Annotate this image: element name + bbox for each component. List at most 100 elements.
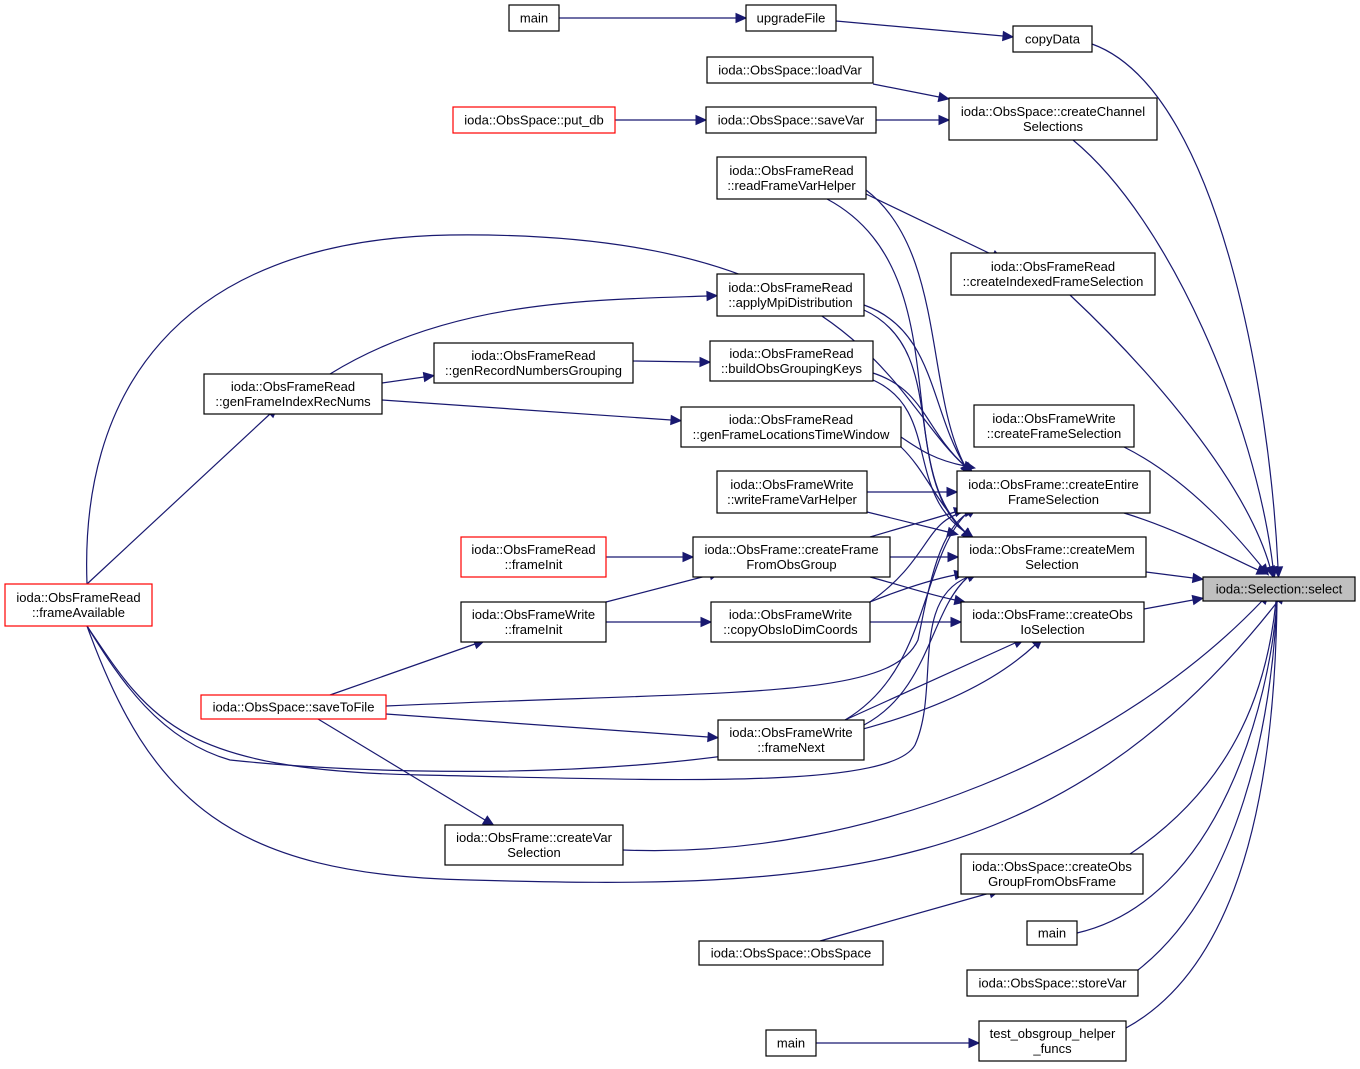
- edge-upgradeFile-to-copyData: [835, 20, 1015, 42]
- node-box: [698, 940, 884, 966]
- node-put_db[interactable]: ioda::ObsSpace::put_db: [452, 106, 616, 134]
- node-main_top[interactable]: main: [508, 4, 560, 32]
- edge-genFrameIndexRecNums-to-applyMpiDistribution: [329, 290, 719, 375]
- node-select[interactable]: ioda::Selection::select: [1202, 576, 1356, 602]
- edge-put_db-to-saveVar: [615, 114, 708, 126]
- node-createIndexedFrameSelection[interactable]: ioda::ObsFrameRead::createIndexedFrameSe…: [950, 252, 1156, 296]
- node-genFrameLocationsTimeWindow[interactable]: ioda::ObsFrameRead::genFrameLocationsTim…: [680, 406, 902, 448]
- node-label: ioda::ObsSpace::saveVar: [718, 113, 865, 128]
- node-ObsSpace[interactable]: ioda::ObsSpace::ObsSpace: [698, 940, 884, 966]
- node-box: [709, 340, 874, 382]
- node-createObsGroupFromObsFrame[interactable]: ioda::ObsSpace::createObsGroupFromObsFra…: [960, 853, 1144, 895]
- node-storeVar[interactable]: ioda::ObsSpace::storeVar: [966, 969, 1139, 997]
- node-main_bottom[interactable]: main: [765, 1029, 817, 1057]
- edge-line: [872, 83, 940, 98]
- edge-line: [869, 511, 956, 538]
- node-box: [680, 406, 902, 448]
- node-label: ::frameNext: [757, 740, 825, 755]
- node-test_obsgroup[interactable]: test_obsgroup_helper_funcs: [978, 1020, 1127, 1062]
- node-label: ioda::ObsFrameRead: [471, 348, 595, 363]
- node-genFrameIndexRecNums[interactable]: ioda::ObsFrameRead::genFrameIndexRecNums: [203, 373, 383, 415]
- edge-saveToFile-to-createVarSelection: [317, 718, 495, 826]
- node-main_mid[interactable]: main: [1026, 920, 1078, 946]
- node-label: ::frameInit: [505, 557, 563, 572]
- node-label: ::createFrameSelection: [987, 426, 1121, 441]
- edge-line: [385, 512, 969, 707]
- node-label: ::genFrameIndexRecNums: [215, 394, 371, 409]
- node-label: ioda::ObsFrameRead: [728, 280, 852, 295]
- edge-line: [865, 193, 994, 256]
- node-label: ioda::ObsFrame::createVar: [456, 830, 612, 845]
- node-copyObsIoDimCoords[interactable]: ioda::ObsFrameWrite::copyObsIoDimCoords: [710, 601, 871, 643]
- edge-line: [86, 234, 966, 585]
- arrowhead-icon: [700, 616, 713, 628]
- node-frameInitRead[interactable]: ioda::ObsFrameRead::frameInit: [460, 536, 607, 578]
- node-label: ioda::ObsFrameRead: [729, 346, 853, 361]
- edge-line: [869, 574, 956, 603]
- edge-loadVar-to-createChannelSelections: [872, 83, 951, 103]
- edge-line: [1125, 600, 1278, 1029]
- node-box: [200, 694, 387, 720]
- node-frameInitWrite[interactable]: ioda::ObsFrameWrite::frameInit: [460, 601, 607, 643]
- arrowhead-icon: [1191, 572, 1205, 584]
- node-createEntireFrameSelection[interactable]: ioda::ObsFrame::createEntireFrameSelecti…: [956, 470, 1151, 514]
- node-label: IoSelection: [1020, 622, 1084, 637]
- node-box: [765, 1029, 817, 1057]
- node-label: ::buildObsGroupingKeys: [721, 361, 862, 376]
- node-copyData[interactable]: copyData: [1012, 25, 1093, 53]
- node-box: [716, 470, 868, 514]
- edge-line: [900, 446, 966, 533]
- edge-line: [863, 309, 966, 533]
- node-saveVar[interactable]: ioda::ObsSpace::saveVar: [705, 106, 877, 134]
- node-saveToFile[interactable]: ioda::ObsSpace::saveToFile: [200, 694, 387, 720]
- edge-line: [1145, 571, 1194, 579]
- node-frameNext[interactable]: ioda::ObsFrameWrite::frameNext: [717, 719, 865, 761]
- node-box: [692, 536, 891, 578]
- node-buildObsGroupingKeys[interactable]: ioda::ObsFrameRead::buildObsGroupingKeys: [709, 340, 874, 382]
- node-box: [957, 536, 1147, 578]
- edge-line: [866, 511, 949, 533]
- node-writeFrameVarHelper[interactable]: ioda::ObsFrameWrite::writeFrameVarHelper: [716, 470, 868, 514]
- node-applyMpiDistribution[interactable]: ioda::ObsFrameRead::applyMpiDistribution: [716, 273, 865, 317]
- node-label: ioda::ObsFrameWrite: [472, 607, 595, 622]
- edge-createIndexedFrameSelection-to-select: [1069, 294, 1275, 578]
- arrowhead-icon: [1264, 565, 1275, 578]
- arrowhead-icon: [707, 731, 720, 743]
- edge-line: [819, 892, 991, 942]
- edge-line: [622, 600, 1263, 852]
- node-label: ioda::ObsSpace::saveToFile: [213, 700, 375, 715]
- node-box: [444, 824, 624, 866]
- node-upgradeFile[interactable]: upgradeFile: [745, 4, 837, 32]
- edge-saveVar-to-createChannelSelections: [876, 114, 951, 126]
- node-loadVar[interactable]: ioda::ObsSpace::loadVar: [706, 56, 874, 84]
- arrowhead-icon: [682, 551, 695, 563]
- node-label: ioda::ObsFrameWrite: [992, 411, 1115, 426]
- edge-readFrameVarHelper-to-createIndexedFrameSelection: [865, 193, 1004, 260]
- edge-line: [605, 574, 711, 603]
- node-createFrameSelection[interactable]: ioda::ObsFrameWrite::createFrameSelectio…: [973, 404, 1135, 448]
- node-label: ioda::ObsFrame::createMem: [969, 542, 1134, 557]
- edge-line: [385, 713, 709, 738]
- node-frameAvailable[interactable]: ioda::ObsFrameRead::frameAvailable: [4, 583, 153, 627]
- edge-line: [1129, 600, 1277, 855]
- edge-saveToFile-to-frameInitWrite: [329, 639, 486, 696]
- node-box: [978, 1020, 1127, 1062]
- arrowhead-icon: [1002, 30, 1015, 42]
- node-genRecordNumbersGrouping[interactable]: ioda::ObsFrameRead::genRecordNumbersGrou…: [433, 342, 634, 384]
- edge-line: [1091, 43, 1279, 568]
- edge-main_top-to-upgradeFile: [559, 12, 748, 24]
- edge-line: [869, 511, 966, 603]
- edge-createMemSelection-to-select: [1145, 571, 1205, 584]
- edge-copyObsIoDimCoords-to-createObsIoSelection: [870, 616, 963, 628]
- node-label: Selection: [507, 845, 560, 860]
- node-box: [716, 273, 865, 317]
- arrowhead-icon: [670, 414, 683, 426]
- node-label: GroupFromObsFrame: [988, 874, 1116, 889]
- edge-line: [826, 198, 966, 533]
- node-readFrameVarHelper[interactable]: ioda::ObsFrameRead::readFrameVarHelper: [716, 156, 867, 200]
